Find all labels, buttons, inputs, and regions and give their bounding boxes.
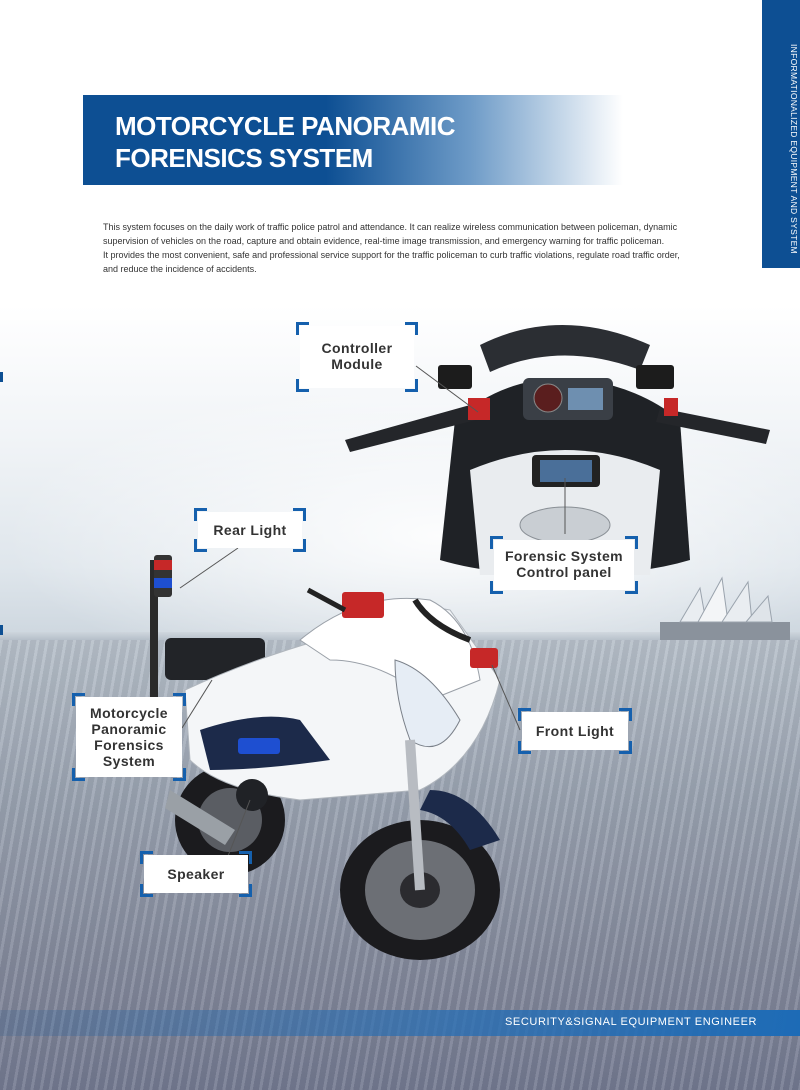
label-line: Motorcycle [90, 705, 168, 721]
opera-house-illustration [660, 576, 790, 640]
page-title: MOTORCYCLE PANORAMIC FORENSICS SYSTEM [115, 110, 595, 174]
panoramic-system-label: Motorcycle Panoramic Forensics System [72, 693, 186, 781]
footer-label: SECURITY&SIGNAL EQUIPMENT ENGINEER [505, 1016, 758, 1028]
label-line: Module [331, 356, 383, 372]
rear-light-label: Rear Light [194, 508, 306, 552]
intro-line: and reduce the incidence of accidents. [103, 264, 257, 274]
controller-module-label: Controller Module [296, 322, 418, 392]
speaker-label: Speaker [140, 851, 252, 897]
label-line: Speaker [167, 866, 225, 882]
forensic-control-panel-label: Forensic System Control panel [490, 536, 638, 594]
label-line: System [102, 753, 156, 769]
section-tab [762, 0, 800, 268]
title-banner [83, 95, 623, 185]
edge-mark [0, 625, 3, 635]
title-line: MOTORCYCLE PANORAMIC [115, 111, 456, 141]
label-line: Panoramic [91, 721, 167, 737]
intro-paragraph: This system focuses on the daily work of… [103, 220, 723, 276]
title-line: FORENSICS SYSTEM [115, 143, 373, 173]
police-motorcycle [150, 555, 501, 960]
label-line: Forensics [94, 737, 164, 753]
edge-mark [0, 372, 3, 382]
section-tab-label: INFORMATIONALIZED EQUIPMENT AND SYSTEM [789, 44, 799, 254]
leader-lines [179, 365, 566, 857]
intro-line: This system focuses on the daily work of… [103, 222, 678, 232]
intro-line: It provides the most convenient, safe an… [103, 250, 680, 260]
label-line: Front Light [535, 723, 615, 739]
label-line: Forensic System [504, 548, 624, 564]
label-line: Rear Light [213, 522, 287, 538]
label-line: Controller [321, 340, 393, 356]
front-light-label: Front Light [518, 708, 632, 754]
intro-line: supervision of vehicles on the road, cap… [103, 236, 665, 246]
label-line: Control panel [516, 564, 612, 580]
footer-bar [0, 1010, 800, 1036]
